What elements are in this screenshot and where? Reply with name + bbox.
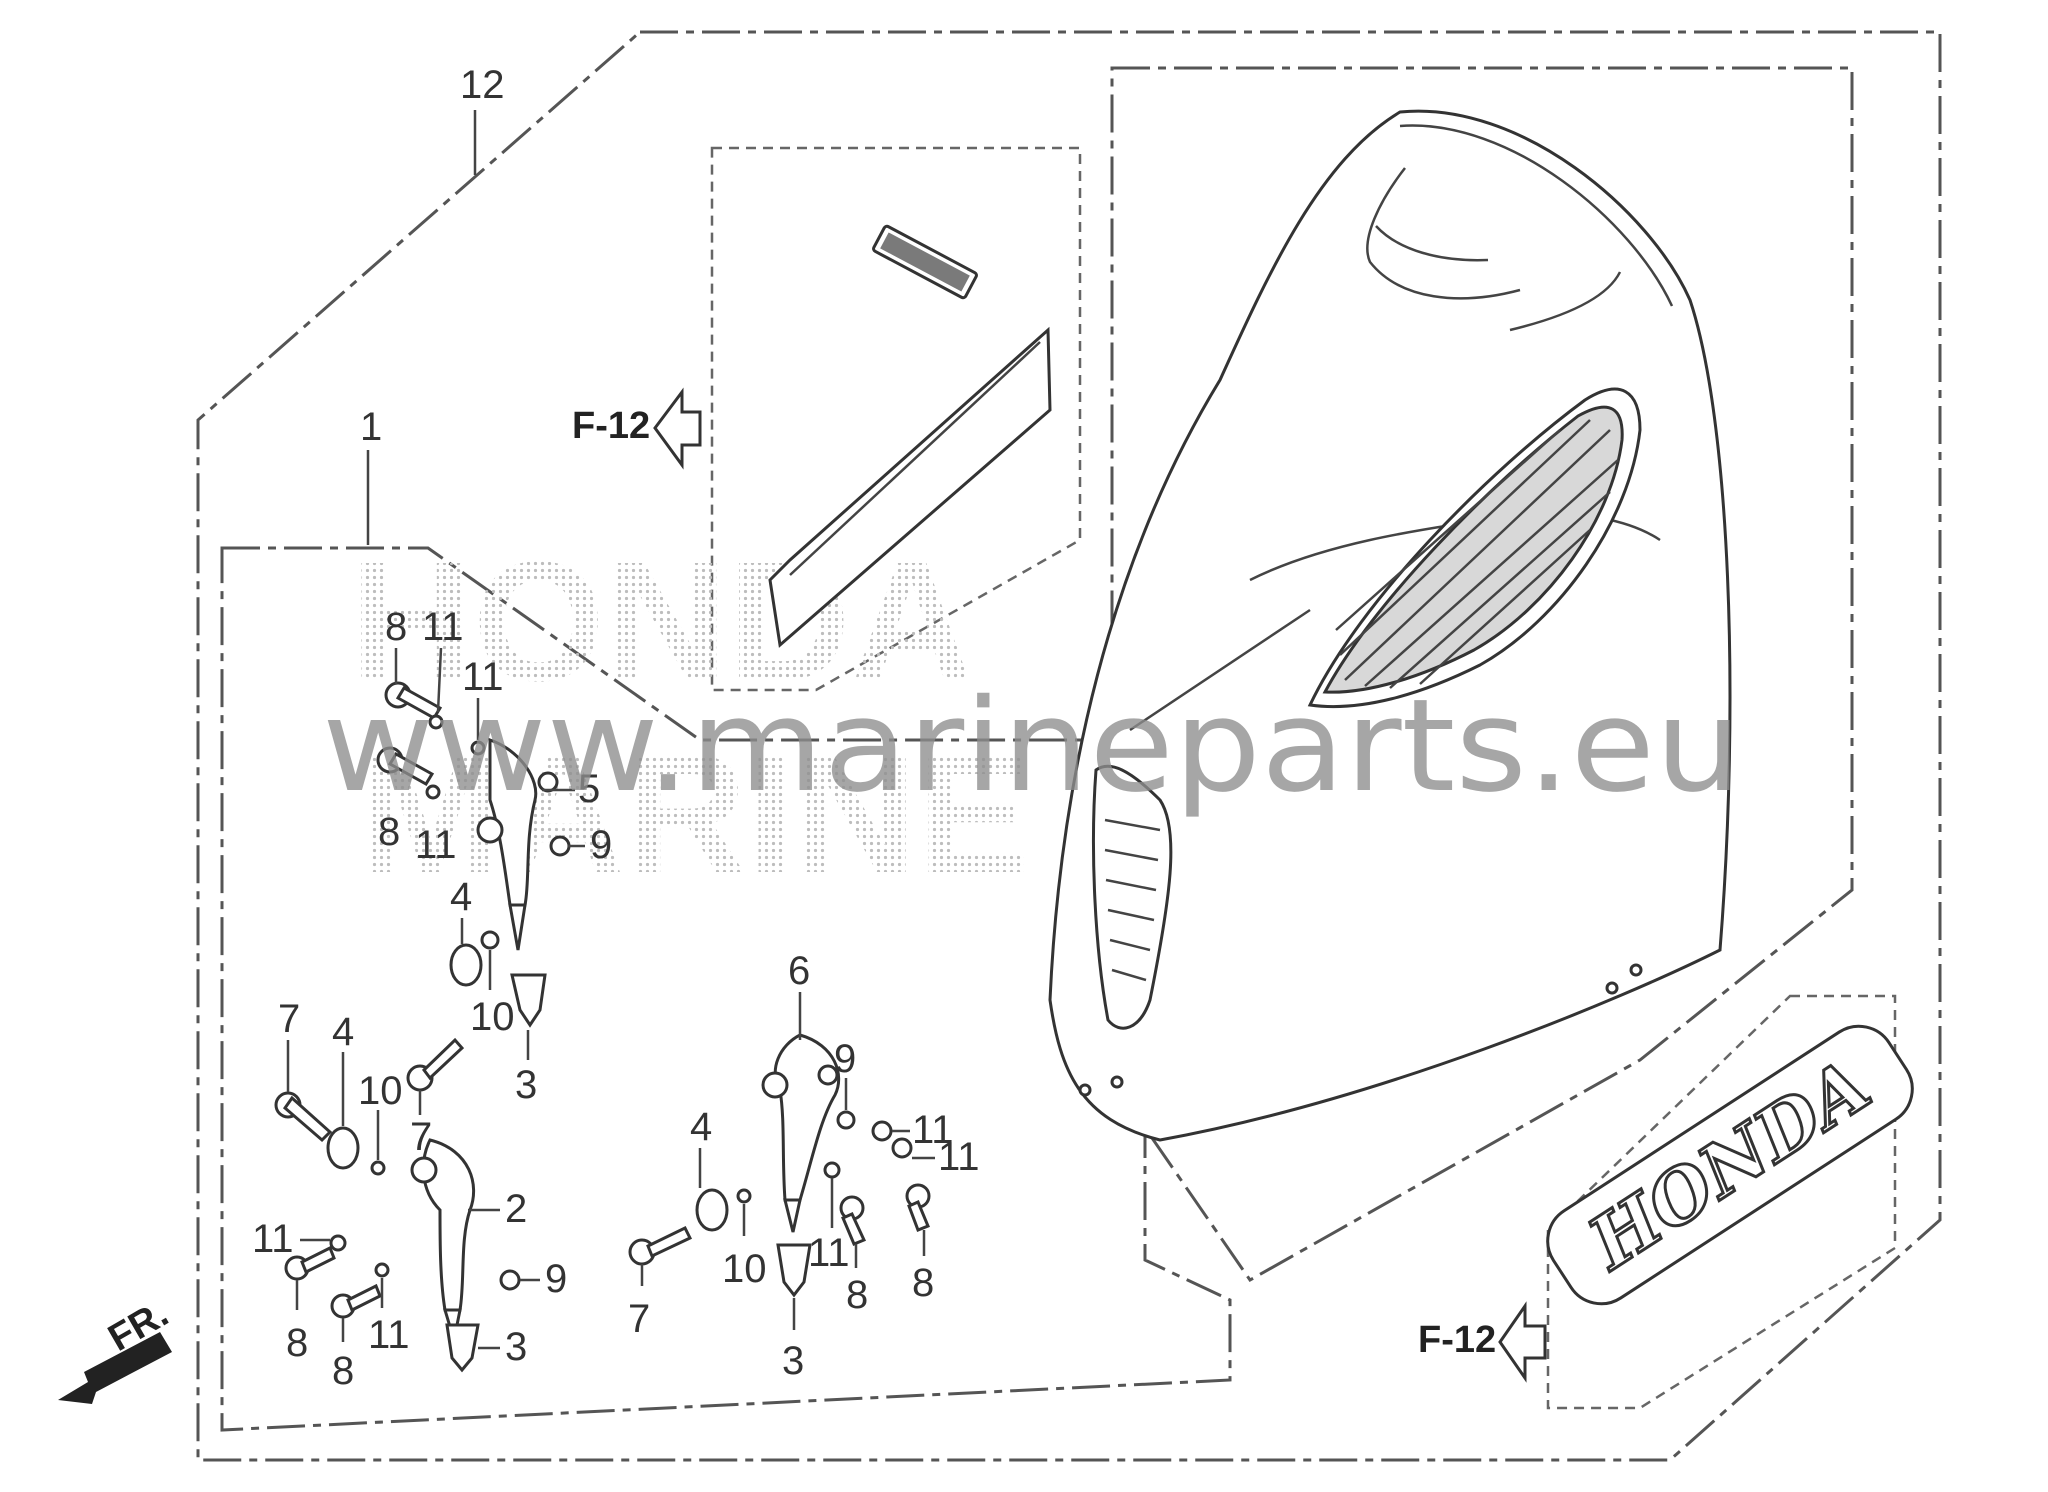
bracket-lower-left [410, 1138, 476, 1341]
model-badge [872, 224, 978, 300]
callout-3b: 3 [505, 1325, 527, 1369]
callout-11c: 11 [415, 823, 457, 867]
lower-emblem-panel [1546, 994, 1897, 1410]
callout-3a: 3 [515, 1063, 537, 1107]
callout-11e: 11 [368, 1313, 410, 1357]
rubber-mount-upper [449, 930, 500, 987]
bolt-lower-a [284, 1245, 336, 1281]
callout-6: 6 [788, 949, 810, 993]
callout-7b: 7 [278, 997, 300, 1041]
decal-strip [768, 326, 1052, 648]
rubber-mount-lower [326, 1126, 360, 1170]
collar-upper [510, 973, 547, 1028]
washer-2 [470, 740, 486, 756]
callout-8e: 8 [846, 1273, 868, 1317]
washer-8 [891, 1137, 913, 1159]
washer-7 [871, 1120, 893, 1142]
bracket-upper-left [476, 737, 559, 951]
callout-4b: 4 [332, 1010, 354, 1054]
reference-arrow-upper: F-12 [572, 387, 702, 470]
cover-frame [1110, 66, 1854, 1282]
callout-7a: 7 [410, 1115, 432, 1159]
washer-10 [736, 1188, 752, 1204]
upper-decal-panel [710, 146, 1082, 692]
callout-8d: 8 [332, 1349, 354, 1393]
callout-10a: 10 [470, 995, 515, 1039]
callout-11f: 11 [912, 1108, 954, 1152]
callout-2: 2 [505, 1187, 527, 1231]
bolt-right-a [839, 1195, 867, 1246]
callout-9b: 9 [545, 1257, 567, 1301]
callout-11h: 11 [808, 1231, 850, 1275]
callout-11d: 11 [252, 1217, 294, 1261]
bolt-7-lower [274, 1091, 333, 1143]
callout-9c: 9 [834, 1037, 856, 1081]
callout-8a: 8 [385, 605, 407, 649]
washer-3 [425, 784, 441, 800]
bolt-7-right [628, 1226, 693, 1266]
engine-cover [1048, 109, 1732, 1142]
rubber-mount-right [695, 1188, 729, 1232]
washer-9 [823, 1161, 841, 1179]
callout-10c: 10 [722, 1247, 767, 1291]
callout-4a: 4 [450, 875, 472, 919]
bracket-right [761, 1033, 841, 1233]
callout-4c: 4 [690, 1105, 712, 1149]
callout-11a: 11 [422, 605, 464, 649]
callout-8f: 8 [912, 1261, 934, 1305]
collar-lower-left [445, 1323, 480, 1373]
bolt-lower-b [330, 1283, 382, 1319]
reference-arrow-lower: F-12 [1418, 1301, 1547, 1383]
callout-numbers: 12 1 8 11 11 8 11 5 9 4 10 7 3 7 4 10 2 … [252, 63, 980, 1393]
washer-6 [374, 1262, 390, 1278]
bolt-7-upper [406, 1037, 465, 1092]
callout-5: 5 [578, 767, 600, 811]
kit-frame [196, 30, 1942, 1462]
leader-lines [286, 647, 935, 1350]
front-direction-arrow: FR. [58, 1293, 176, 1404]
collar-right [776, 1243, 812, 1298]
washer-4 [370, 1160, 386, 1176]
honda-side-emblem: HONDA [1546, 1024, 1914, 1306]
nut-lower-left [499, 1269, 521, 1291]
bolt-right-b [905, 1183, 931, 1232]
callout-7c: 7 [628, 1297, 650, 1341]
callout-10b: 10 [358, 1069, 403, 1113]
callout-11g: 11 [938, 1135, 980, 1179]
nut-right [836, 1110, 856, 1130]
watermark-url: www.marineparts.eu [322, 672, 1742, 821]
subassembly-frame [220, 546, 1232, 1432]
callout-3c: 3 [782, 1339, 804, 1383]
honda-emblem-text: HONDA [1572, 1042, 1884, 1286]
nut-upper [549, 835, 571, 857]
reference-label-upper: F-12 [572, 405, 650, 447]
callout-9a: 9 [590, 823, 612, 867]
callout-kit: 12 [460, 63, 505, 107]
washer-5 [329, 1234, 347, 1252]
callout-subassembly: 1 [360, 405, 382, 449]
washer-1 [428, 714, 444, 730]
callout-11b: 11 [462, 655, 504, 699]
bolt-upper-2 [376, 746, 435, 787]
reference-label-lower: F-12 [1418, 1319, 1496, 1361]
callout-8b: 8 [378, 810, 400, 854]
callout-8c: 8 [286, 1321, 308, 1365]
